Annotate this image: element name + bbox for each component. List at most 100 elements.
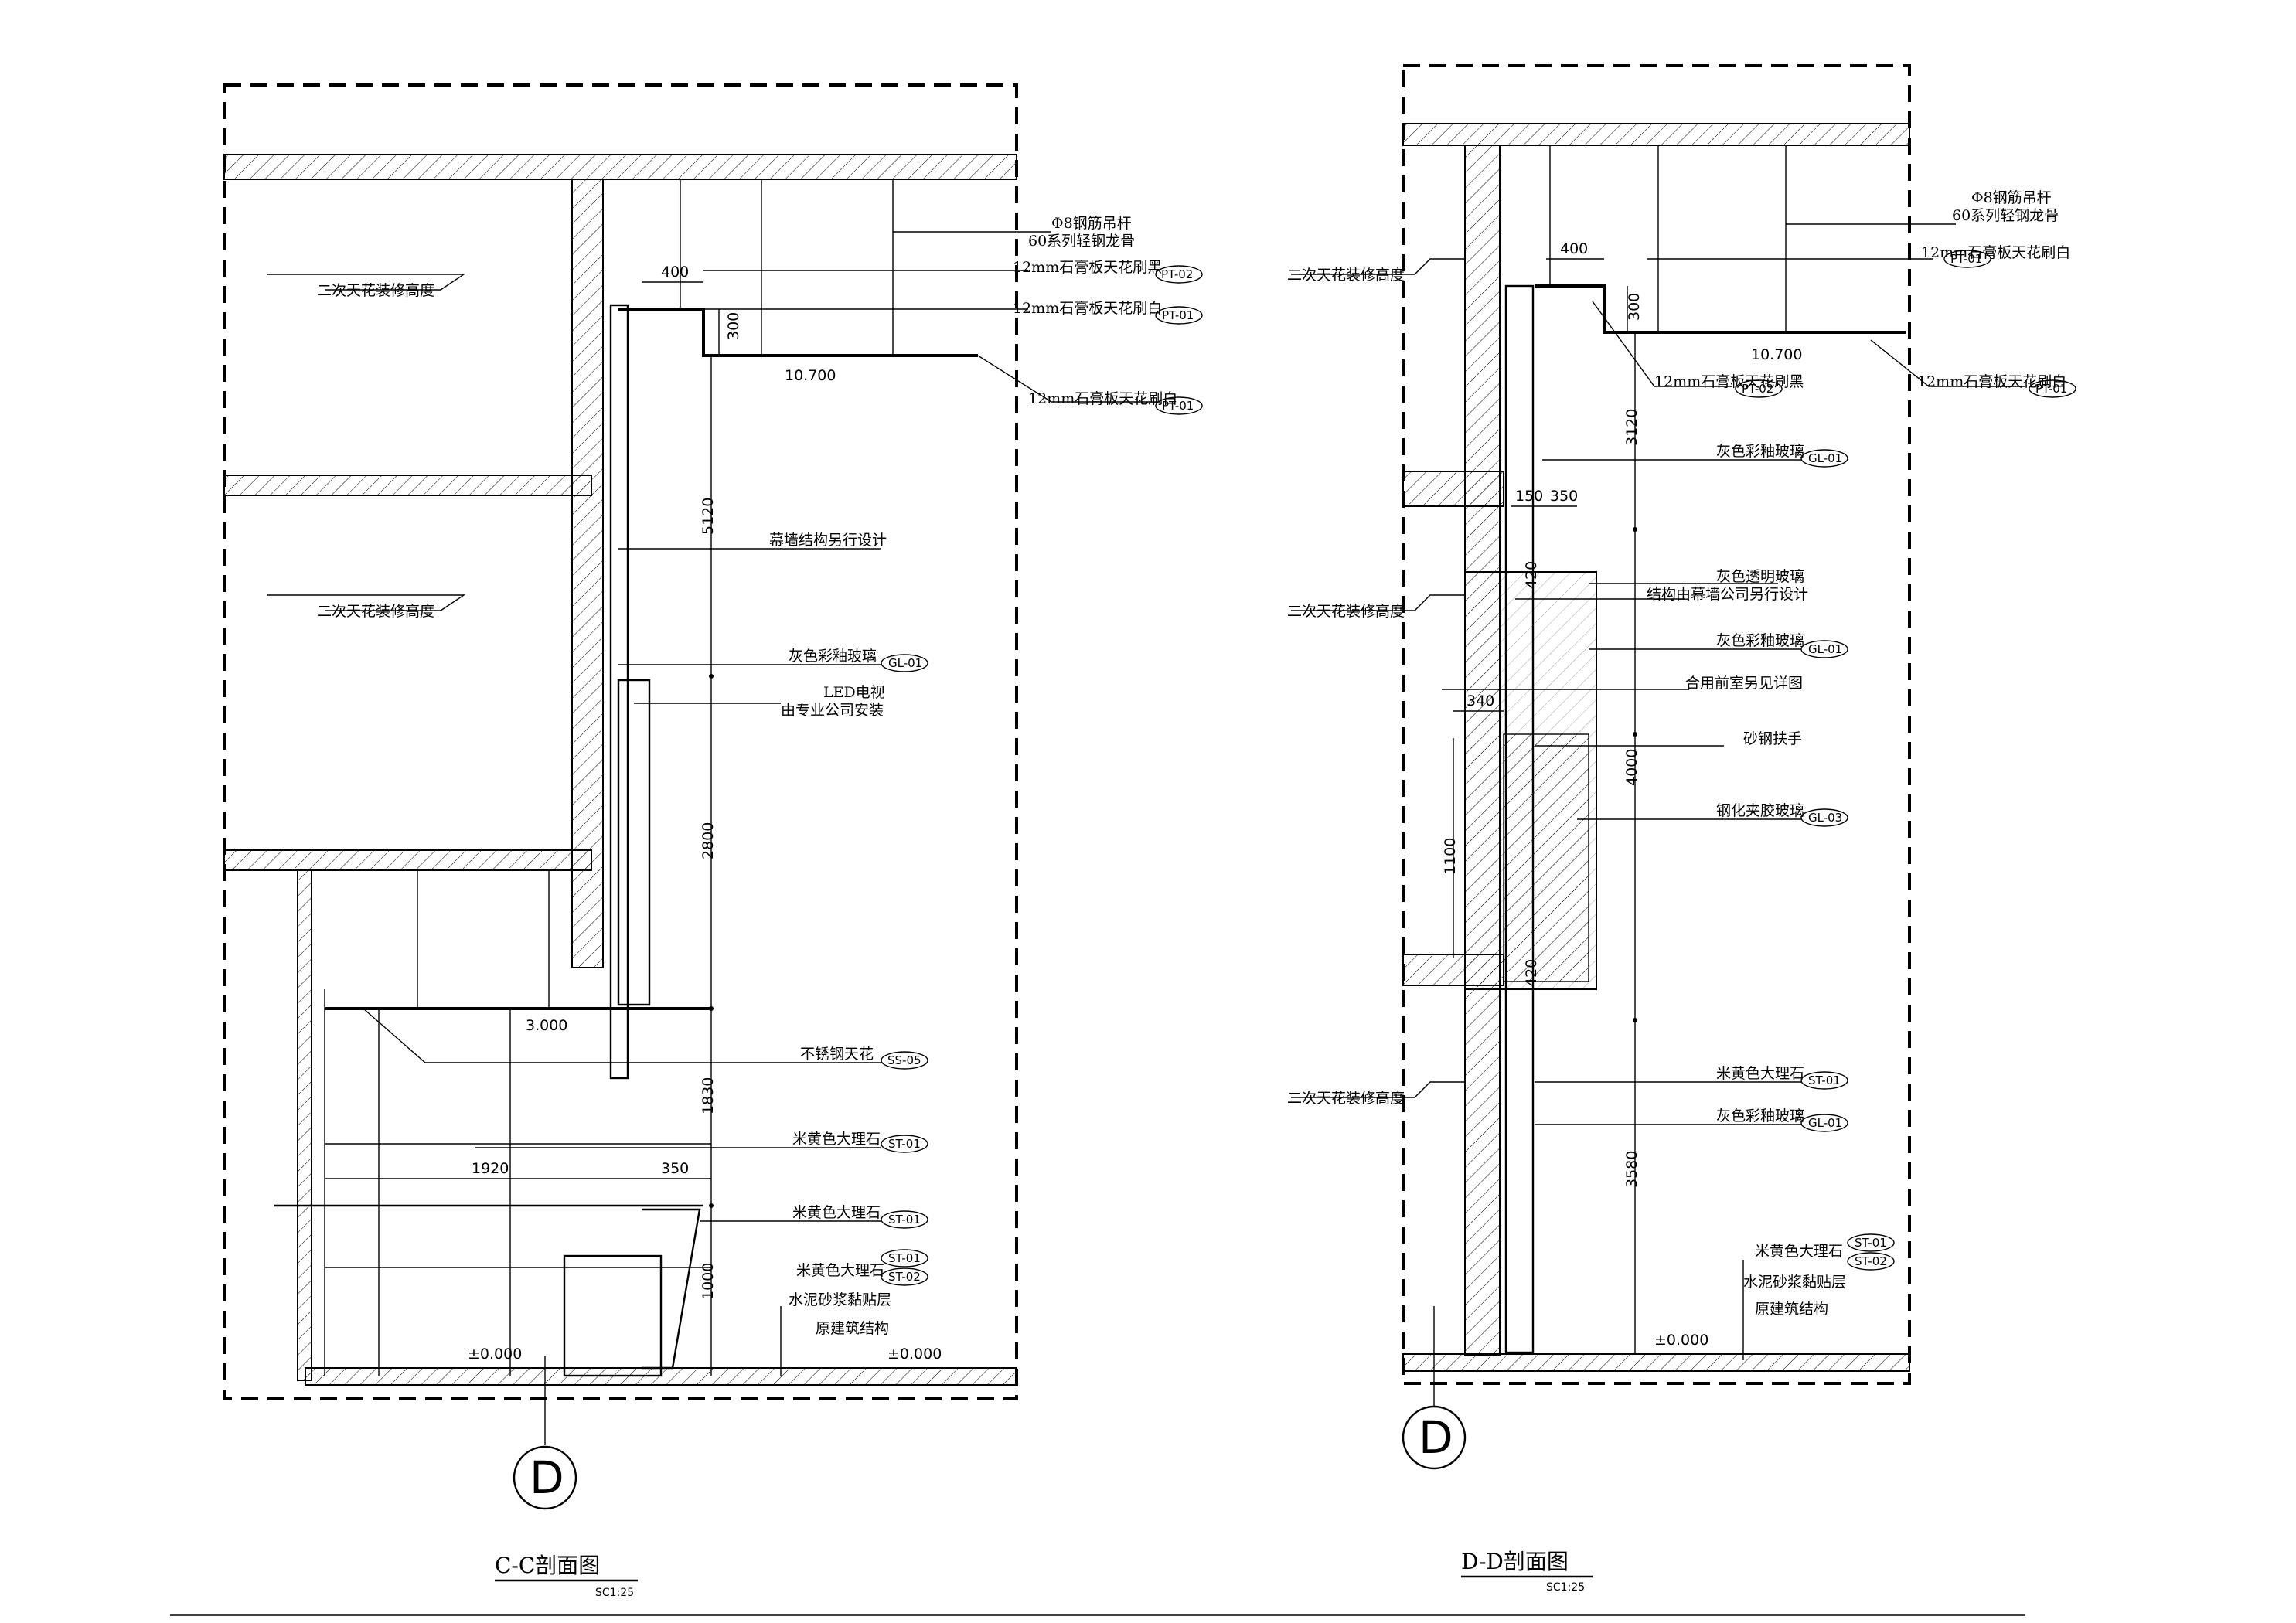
section-dd-scale: SC1:25 (1546, 1581, 1585, 1594)
tag-gl01: GL-01 (1808, 451, 1842, 465)
section-cc-scale: SC1:25 (595, 1587, 634, 1599)
section-cc-boundary (223, 83, 1018, 1400)
leader-lines (267, 231, 1160, 1376)
dim-350: 350 (661, 1160, 689, 1177)
tag-st01: ST-01 (888, 1251, 921, 1265)
label-curtain-wall: 幕墙结构另行设计 (769, 532, 887, 549)
label-glass: 灰色彩釉玻璃 (1716, 632, 1804, 649)
label-gypsum-white-2: 12mm石膏板天花刷白 (1917, 373, 2066, 390)
label-led: LED电视 (823, 684, 885, 701)
ceiling (1535, 284, 1906, 334)
level-0: ±0.000 (887, 1346, 942, 1363)
label-gypsum-white: 12mm石膏板天花刷白 (1013, 299, 1162, 317)
led-tv (617, 679, 651, 1006)
label-shared-room: 合用前室另见详图 (1685, 675, 1803, 692)
dim-1920: 1920 (472, 1160, 509, 1177)
roof-slab (1402, 123, 1910, 146)
section-dd-title: D-D剖面图 (1461, 1549, 1569, 1574)
label-keel: 60系列轻钢龙骨 (1952, 207, 2059, 224)
tag-pt01: PT-01 (1950, 252, 1982, 266)
tag-gl01: GL-01 (1808, 1116, 1842, 1130)
label-ceiling-height: 二次天花装修高度 (317, 603, 434, 620)
dim-340: 340 (1467, 692, 1494, 709)
dim-1100: 1100 (1442, 838, 1459, 875)
label-gypsum-white-2: 12mm石膏板天花刷白 (1028, 390, 1177, 407)
dim-400: 400 (1560, 240, 1588, 257)
dim-3120: 3120 (1623, 409, 1640, 446)
level-0: ±0.000 (1654, 1332, 1708, 1349)
label-marble: 米黄色大理石 (792, 1131, 881, 1148)
tag-gl01: GL-01 (888, 656, 922, 670)
label-ceiling-height: 二次天花装修高度 (1287, 267, 1405, 284)
laminated-glass (1503, 733, 1589, 982)
tag-ss05: SS-05 (887, 1053, 921, 1067)
label-marble: 米黄色大理石 (1716, 1065, 1804, 1082)
dim-420: 420 (1523, 561, 1540, 589)
level-10700: 10.700 (785, 367, 836, 384)
label-structure: 原建筑结构 (1755, 1301, 1828, 1318)
dim-150: 150 (1515, 488, 1543, 505)
label-ceiling-height: 二次天花装修高度 (317, 282, 434, 299)
label-structure: 原建筑结构 (816, 1320, 889, 1337)
label-gypsum-black: 12mm石膏板天花刷黑 (1654, 373, 1804, 390)
dim-3580: 3580 (1623, 1151, 1640, 1188)
dim-420: 420 (1523, 959, 1540, 987)
label-rod: Φ8钢筋吊杆 (1051, 215, 1132, 232)
tag-st02: ST-02 (888, 1270, 921, 1284)
counter-front (642, 1208, 701, 1370)
label-marble: 米黄色大理石 (792, 1204, 881, 1221)
tag-pt02: PT-02 (1742, 382, 1773, 396)
curtain-wall (609, 304, 629, 1080)
label-glass: 灰色彩釉玻璃 (1716, 1108, 1804, 1125)
label-marble: 米黄色大理石 (1755, 1243, 1843, 1260)
label-clear-glass: 灰色透明玻璃 (1716, 568, 1804, 585)
dim-4000: 4000 (1623, 749, 1640, 786)
label-glass: 灰色彩釉玻璃 (1716, 443, 1804, 460)
section-marker-letter: D (530, 1451, 564, 1504)
label-ceiling-height: 二次天花装修高度 (1287, 603, 1405, 620)
label-handrail: 砂钢扶手 (1743, 730, 1802, 747)
tag-st01: ST-01 (1855, 1236, 1887, 1250)
label-ceiling-height: 二次天花装修高度 (1287, 1090, 1405, 1107)
ground-slab (1402, 1353, 1910, 1372)
upper-ceiling (618, 308, 978, 357)
label-gypsum-black: 12mm石膏板天花刷黑 (1013, 258, 1162, 276)
tag-st01: ST-01 (888, 1213, 921, 1227)
roof-slab (223, 154, 1017, 180)
label-mortar: 水泥砂浆黏贴层 (1743, 1274, 1846, 1291)
level-0: ±0.000 (468, 1346, 522, 1363)
section-dd: Φ8钢筋吊杆 60系列轻钢龙骨 12mm石膏板天花刷白 12mm石膏板天花刷黑 … (1287, 64, 2076, 1594)
dim-350: 350 (1550, 488, 1578, 505)
material-tags: PT-01 PT-02 PT-01 GL-01 GL-01 GL-03 ST-0… (1735, 250, 2076, 1271)
section-dd-boundary (1402, 64, 1911, 1385)
level-10700: 10.700 (1751, 346, 1802, 363)
section-cc: Φ8钢筋吊杆 60系列轻钢龙骨 12mm石膏板天花刷黑 12mm石膏板天花刷白 … (223, 83, 1203, 1599)
section-marker-letter: D (1419, 1411, 1453, 1464)
tag-gl03: GL-03 (1808, 811, 1842, 825)
left-wall (297, 869, 312, 1381)
material-tags: PT-02 PT-01 PT-01 GL-01 SS-05 ST-01 ST-0… (881, 265, 1203, 1286)
tag-pt02: PT-02 (1161, 267, 1193, 281)
tag-st01: ST-01 (888, 1137, 921, 1151)
dim-1000: 1000 (700, 1263, 717, 1300)
section-marker (513, 1445, 577, 1510)
dim-1830: 1830 (700, 1077, 717, 1114)
tag-pt01: PT-01 (2035, 382, 2067, 396)
dim-300: 300 (1626, 293, 1643, 321)
tag-pt01: PT-01 (1162, 399, 1194, 413)
label-mortar: 水泥砂浆黏贴层 (789, 1291, 891, 1308)
dim-2800: 2800 (700, 822, 717, 859)
label-steel-ceiling: 不锈钢天花 (800, 1046, 874, 1063)
tag-gl01: GL-01 (1808, 642, 1842, 656)
floor-slab-lower (223, 849, 592, 871)
floor-slab-upper (223, 475, 592, 496)
label-rod: Φ8钢筋吊杆 (1971, 189, 2052, 206)
tag-pt01: PT-01 (1162, 308, 1194, 322)
dim-400: 400 (661, 264, 689, 281)
structural-wall (571, 179, 604, 968)
counter-base (563, 1254, 663, 1377)
dim-300: 300 (725, 312, 742, 340)
label-glass: 灰色彩釉玻璃 (789, 648, 877, 665)
tag-st02: ST-02 (1855, 1254, 1887, 1268)
